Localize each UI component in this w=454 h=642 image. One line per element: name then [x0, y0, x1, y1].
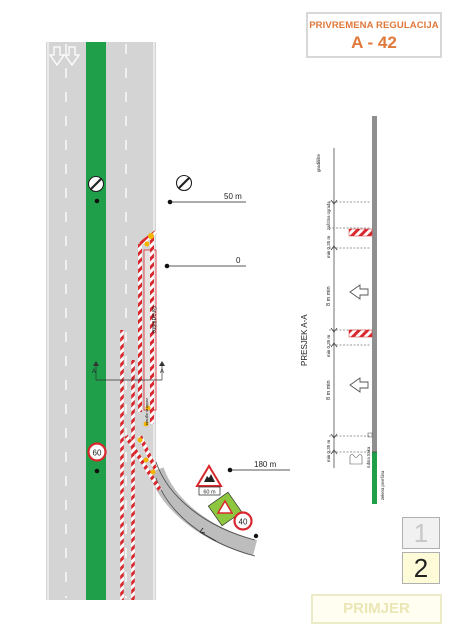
ramp-edge [155, 461, 256, 541]
warning-lamp-icon [144, 241, 150, 247]
section-pavement [372, 116, 377, 452]
section-arrow-icon [159, 361, 165, 366]
position-dot-180m [227, 467, 233, 473]
section-label-barrier: zaštitna ograda [326, 201, 331, 230]
ramp-edge [155, 477, 256, 557]
svg-text:40: 40 [239, 518, 248, 527]
section-barrier [348, 228, 373, 237]
section-label-gradiliste: gradilište [316, 153, 321, 172]
section-label-zelena: zelena površina [380, 470, 385, 500]
distance-label-0: 0 [236, 256, 241, 265]
ramp-taper-barrier [124, 434, 162, 492]
section-label-min-mid: min 0,35 m [326, 334, 331, 357]
section-marker-label: A [92, 369, 96, 375]
sign-position-dot [94, 468, 100, 474]
svg-text:60 m: 60 m [203, 490, 216, 496]
section-marker-label: A [160, 369, 164, 375]
title-text: PRIVREMENA REGULACIJA [309, 20, 439, 31]
cross-section-a-a: PRESJEK A-A gradilište zaštitna ograda m… [300, 116, 385, 504]
position-dot-0 [164, 263, 170, 269]
distance-label-50m: 50 m [224, 192, 242, 201]
speed-limit-60-sign-icon: 60 [87, 442, 107, 462]
warning-lamp-icon [148, 233, 154, 239]
ramp-direction-arrow-icon [199, 527, 217, 542]
section-label-min-top: min 0,35 m [326, 235, 331, 258]
warning-lamp-icon [137, 437, 143, 443]
mobile-warning-board-icon [207, 491, 243, 527]
distance-label-180m: 180 m [254, 460, 277, 469]
roadworks-warning-sign-icon [195, 464, 223, 487]
off-ramp [148, 467, 258, 556]
svg-text:60: 60 [93, 449, 102, 458]
ramp-taper-barrier [138, 435, 158, 471]
title-block: PRIVREMENA REGULACIJA A - 42 [306, 12, 442, 58]
sign-position-dot [94, 198, 100, 204]
taper-barrier [138, 230, 158, 246]
section-arrow-icon [93, 361, 99, 366]
warning-lamp-icon [145, 405, 151, 411]
warning-lamp-icon [150, 469, 156, 475]
section-lane-arrow-icon [349, 377, 369, 393]
warning-lamp-icon [143, 421, 149, 427]
direction-arrow-icon [63, 46, 81, 67]
speed-limit-40-sign-icon: 40 [233, 511, 253, 531]
example-label: PRIMJER [311, 594, 442, 624]
section-green-area [372, 452, 377, 504]
section-title: PRESJEK A-A [300, 314, 309, 366]
position-dot-50m [167, 199, 173, 205]
section-label-min-bot: min 0,35 m [326, 439, 331, 462]
section-lane-width-1: 8 m min [326, 286, 332, 306]
warning-lamp-icon [143, 457, 149, 463]
section-kerb [367, 432, 373, 438]
section-lane-arrow-icon [349, 284, 369, 300]
work-zone-label: Gradilište [150, 306, 157, 334]
page-2-button[interactable]: 2 [402, 552, 440, 584]
section-lane-width-2: 8 m min [326, 380, 332, 400]
ramp-marker-dot [253, 533, 259, 539]
end-restriction-sign-icon [87, 175, 105, 193]
section-label-rubna-traka: rubna traka [366, 446, 371, 468]
page-1-button[interactable]: 1 [402, 517, 440, 549]
green-median [86, 42, 106, 600]
barrier-label: zaštitna ograda [145, 398, 150, 426]
end-restriction-sign-roadside-icon [175, 174, 193, 192]
distance-panel-60m [198, 486, 221, 496]
section-drain-icon [349, 454, 363, 465]
direction-arrow-icon [48, 46, 66, 67]
section-barrier [348, 329, 373, 338]
scheme-code: A - 42 [351, 33, 397, 52]
roadway-plan: Gradilište zaštitna ograda 60 A A 50 m [46, 42, 290, 600]
